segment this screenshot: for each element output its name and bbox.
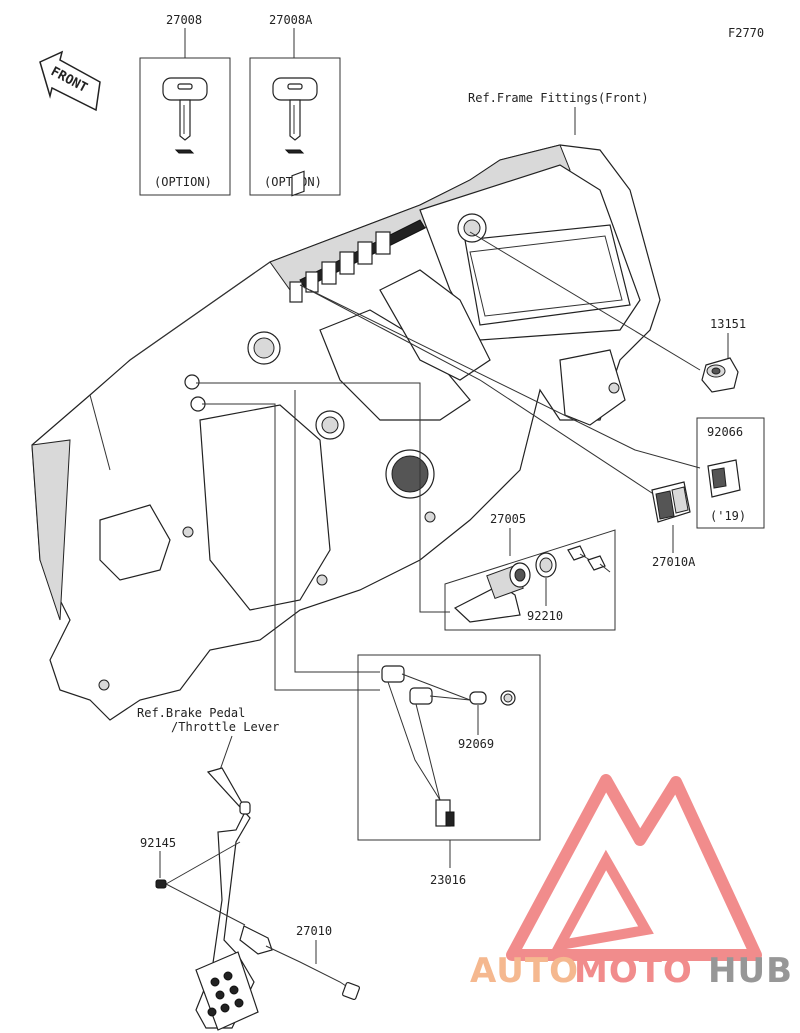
- figure-code: F2770: [728, 26, 764, 40]
- bolt-hole: [424, 511, 436, 523]
- part-27010: 27010: [239, 924, 361, 1001]
- power-outlet-hole-inner: [463, 219, 481, 237]
- part-92066: 92066 ('19): [696, 417, 765, 529]
- key-icon: [162, 77, 208, 154]
- part-13151: 13151: [701, 317, 746, 393]
- bolt-hole: [608, 382, 620, 394]
- dashboard-panel: [31, 144, 661, 721]
- ignition-hole-inner: [321, 416, 339, 434]
- watermark-text-auto: AUTO: [470, 951, 579, 991]
- watermark-text-moto: MOTO: [574, 951, 693, 991]
- part-23016: 92069 23016: [357, 654, 541, 887]
- label-27005: 27005: [490, 512, 526, 526]
- label-23016: 23016: [430, 873, 466, 887]
- brake-pedal-group: Ref.Brake Pedal /Throttle Lever 92145: [137, 706, 279, 1031]
- front-arrow-icon: FRONT: [39, 50, 101, 112]
- indicator-lamp-1: [184, 374, 200, 390]
- bolt-hole: [98, 679, 110, 691]
- switch-row: [289, 231, 391, 303]
- label-27010: 27010: [296, 924, 332, 938]
- bolt-hole: [182, 526, 194, 538]
- option-label-a: (OPTION): [154, 175, 212, 189]
- bolt-hole: [316, 574, 328, 586]
- watermark-text-hub: HUB: [708, 951, 793, 991]
- label-92145: 92145: [140, 836, 176, 850]
- key-27008-group: 27008 (OPTION): [139, 13, 231, 196]
- dash-socket-hole-inner: [253, 337, 275, 359]
- bulb-icon: [469, 690, 516, 706]
- label-27010a: 27010A: [652, 555, 696, 569]
- ref-brake-label-1: Ref.Brake Pedal: [137, 706, 245, 720]
- ref-brake-label-2: /Throttle Lever: [171, 720, 279, 734]
- label-27008: 27008: [166, 13, 202, 27]
- ignition-switch-icon: [453, 562, 531, 623]
- label-13151: 13151: [710, 317, 746, 331]
- key-icon: [272, 77, 318, 154]
- label-27008a: 27008A: [269, 13, 313, 27]
- badge-emblem-inner: [391, 455, 429, 493]
- label-92066: 92066: [707, 425, 743, 439]
- part-27005: 27005 92210: [444, 512, 616, 631]
- watermark-triangle-icon: [506, 774, 762, 961]
- nut-ring-icon: [535, 552, 557, 578]
- key-pair-icon: [567, 545, 611, 573]
- label-92210: 92210: [527, 609, 563, 623]
- label-year-19: ('19): [710, 509, 746, 523]
- key-27008a-group: 27008A (OPTION): [249, 13, 341, 196]
- ref-frame-label: Ref.Frame Fittings(Front): [468, 91, 649, 105]
- label-92069: 92069: [458, 737, 494, 751]
- switch-slots: [291, 170, 305, 197]
- watermark-logo: AUTO MOTO HUB: [470, 774, 793, 991]
- part-27010a: 27010A: [651, 481, 696, 569]
